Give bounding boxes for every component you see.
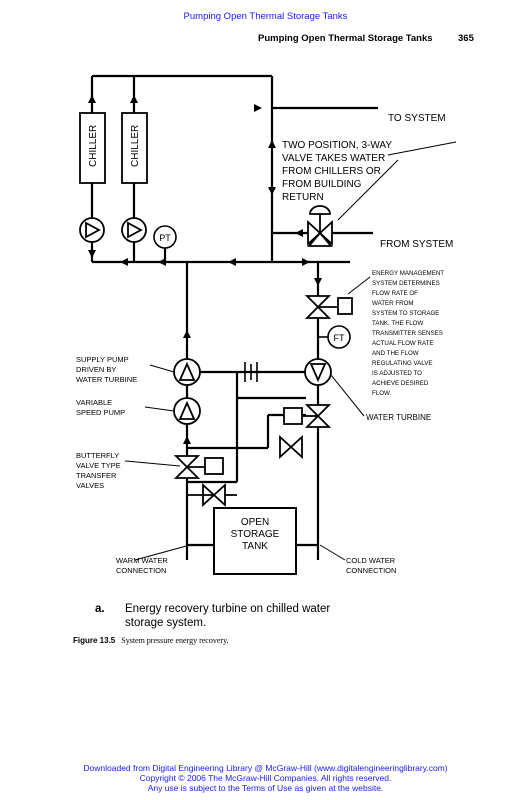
shaft-coupling (244, 362, 258, 382)
supply-pump-label-3: WATER TURBINE (76, 375, 137, 384)
footer-line-1[interactable]: Downloaded from Digital Engineering Libr… (83, 763, 448, 773)
water-turbine-label: WATER TURBINE (366, 413, 431, 422)
chiller-1-label: CHILLER (88, 125, 99, 167)
footer-line-3: Any use is subject to the Terms of Use a… (147, 783, 384, 793)
ems-note-6: TANK. THE FLOW (372, 320, 423, 327)
footer: Downloaded from Digital Engineering Libr… (0, 763, 531, 793)
ems-note-7: TRANSMITTER SENSES (372, 330, 443, 337)
from-system-label: FROM SYSTEM (380, 239, 453, 250)
turbine-valve-upper (283, 404, 332, 428)
valve-note-1: TWO POSITION, 3-WAY (282, 140, 392, 151)
turbine-valve-lower (279, 434, 303, 460)
chiller-pump-2 (121, 217, 147, 243)
ems-note-13: FLOW. (372, 390, 392, 397)
water-turbine (304, 358, 332, 386)
variable-pump-label-2: SPEED PUMP (76, 408, 125, 417)
energy-recovery-diagram: CHILLER CHILLER PT FT (76, 74, 457, 629)
header-link[interactable]: Pumping Open Thermal Storage Tanks (183, 11, 348, 22)
chiller-2 (121, 112, 148, 184)
leader-lines (124, 141, 457, 561)
variable-pump-label-1: VARIABLE (76, 398, 112, 407)
supply-pump-label-1: SUPPLY PUMP (76, 355, 129, 364)
ems-note-11: IS ADJUSTED TO (372, 370, 422, 377)
valve-note-5: RETURN (282, 192, 324, 203)
flow-transmitter (318, 325, 351, 349)
variable-speed-pump (173, 397, 201, 425)
ems-note-9: AND THE FLOW (372, 350, 419, 357)
cold-water-label-1: COLD WATER (346, 556, 396, 565)
warm-water-label-2: CONNECTION (116, 566, 166, 575)
valve-note-4: FROM BUILDING (282, 179, 362, 190)
pt-label: PT (159, 233, 171, 243)
sub-caption-2: storage system. (125, 617, 206, 629)
warm-water-label-1: WARM WATER (116, 556, 168, 565)
ems-note-8: ACTUAL FLOW RATE (372, 340, 434, 347)
sub-letter: a. (95, 603, 105, 615)
ems-note-10: REGULATING VALVE (372, 360, 433, 367)
chiller-pump-1 (79, 217, 105, 243)
butterfly-label-2: VALVE TYPE (76, 461, 121, 470)
ft-label: FT (334, 333, 345, 343)
ems-note-3: FLOW RATE OF (372, 290, 418, 297)
butterfly-label-1: BUTTERFLY (76, 451, 119, 460)
figure-caption: Figure 13.5 System pressure energy recove… (73, 636, 229, 645)
ems-note-12: ACHIEVE DESIRED (372, 380, 429, 387)
valve-note-3: FROM CHILLERS OR (282, 166, 381, 177)
butterfly-label-3: TRANSFER (76, 471, 117, 480)
flow-arrows (88, 95, 322, 444)
ems-note-5: SYSTEM TO STORAGE (372, 310, 439, 317)
to-system-label: TO SYSTEM (388, 113, 446, 124)
chiller-2-label: CHILLER (130, 125, 141, 167)
sub-caption-1: Energy recovery turbine on chilled water (125, 603, 330, 615)
open-storage-tank (213, 507, 297, 575)
running-title: Pumping Open Thermal Storage Tanks (258, 33, 433, 44)
ems-note-4: WATER FROM (372, 300, 414, 307)
butterfly-valve-lower (187, 482, 237, 508)
page-number: 365 (458, 33, 474, 44)
chiller-1 (79, 112, 106, 184)
flow-regulating-valve (304, 295, 353, 319)
butterfly-label-4: VALVES (76, 481, 104, 490)
three-way-valve (307, 205, 333, 247)
footer-line-2: Copyright © 2006 The McGraw-Hill Compani… (139, 773, 392, 783)
cold-water-label-2: CONNECTION (346, 566, 396, 575)
ems-note-2: SYSTEM DETERMINES (372, 280, 440, 287)
tank-label-2: STORAGE (231, 529, 280, 540)
pressure-transmitter (153, 225, 177, 249)
figure-caption-text: System pressure energy recovery. (121, 636, 229, 645)
supply-pump-label-2: DRIVEN BY (76, 365, 116, 374)
tank-label-3: TANK (242, 541, 268, 552)
figure-label: Figure 13.5 (73, 636, 116, 645)
tank-label-1: OPEN (241, 517, 269, 528)
butterfly-valve-upper (173, 455, 224, 479)
ems-note-1: ENERGY MANAGEMENT (372, 270, 444, 277)
valve-note-2: VALVE TAKES WATER (282, 153, 385, 164)
supply-pump (173, 358, 201, 386)
